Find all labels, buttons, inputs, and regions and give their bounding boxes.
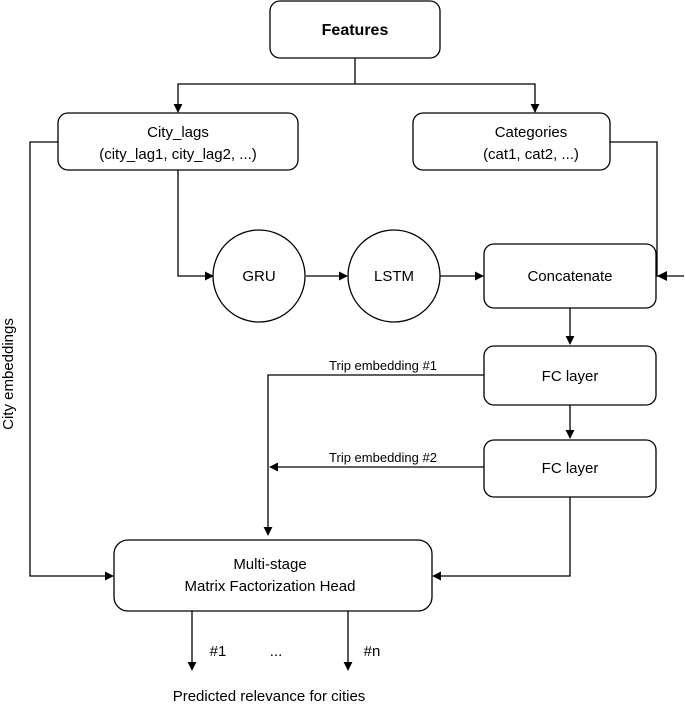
edge-city-embeddings	[29, 141, 114, 581]
edge-city-lags-to-gru	[177, 170, 214, 281]
features-box	[269, 0, 441, 59]
fc-layer-2-box	[483, 439, 657, 498]
output-ellipsis-label: ...	[270, 643, 283, 660]
categories-title: Categories	[495, 124, 568, 141]
concatenate-label: Concatenate	[527, 268, 612, 285]
edge-fc1-trip-embedding	[263, 374, 484, 536]
predicted-relevance-label: Predicted relevance for cities	[173, 688, 366, 705]
gru-label: GRU	[242, 268, 275, 285]
edge-fc2-to-mf-head	[432, 497, 571, 581]
mf-head-line2: Matrix Factorization Head	[185, 578, 356, 595]
city-embeddings-label: City embeddings	[0, 318, 17, 430]
edge-features-to-city-lags	[173, 83, 355, 113]
categories-subtitle: (cat1, cat2, ...)	[483, 146, 579, 163]
concatenate-box	[483, 243, 657, 309]
city-lags-subtitle: (city_lag1, city_lag2, ...)	[99, 146, 257, 163]
trip-embedding-1-label: Trip embedding #1	[329, 358, 437, 373]
fc-layer-1-label: FC layer	[542, 368, 599, 385]
fc-layer-2-label: FC layer	[542, 460, 599, 477]
city-lags-title: City_lags	[147, 124, 209, 141]
output-1-label: #1	[210, 643, 227, 660]
output-n-label: #n	[364, 643, 381, 660]
edge-features-to-categories	[355, 83, 540, 113]
mf-head-line1: Multi-stage	[233, 556, 306, 573]
lstm-label: LSTM	[374, 268, 414, 285]
categories-box	[412, 112, 611, 171]
mf-head-box	[113, 539, 433, 612]
lstm-node	[347, 229, 441, 323]
trip-embedding-2-label: Trip embedding #2	[329, 450, 437, 465]
categories-to-concatenate-arrowhead	[657, 271, 667, 281]
edges	[29, 58, 684, 671]
features-label: Features	[322, 22, 389, 39]
gru-node	[212, 229, 306, 323]
fc-layer-1-box	[483, 345, 657, 406]
city-lags-box	[57, 112, 299, 171]
